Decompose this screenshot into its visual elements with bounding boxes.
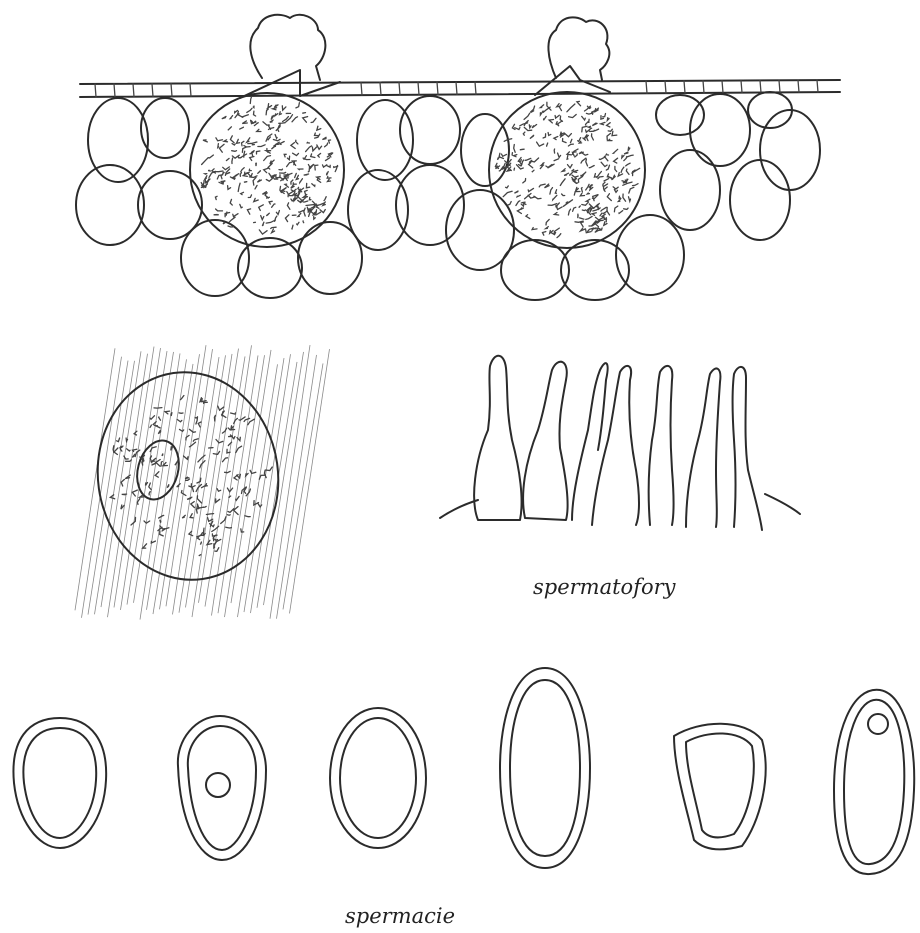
spermatium-3 xyxy=(330,708,426,848)
spermatium-6 xyxy=(834,690,914,874)
cortical-cell xyxy=(76,165,144,245)
cortical-cell xyxy=(501,240,569,300)
spermatium-2 xyxy=(178,716,266,860)
cortical-cell xyxy=(348,170,408,250)
cortical-cell xyxy=(141,98,189,158)
spermatophores-figure xyxy=(440,356,800,530)
cortical-cell xyxy=(616,215,684,295)
cortical-cell xyxy=(730,160,790,240)
cortical-cell xyxy=(656,95,704,135)
cortical-cell xyxy=(88,98,148,182)
cortical-cell xyxy=(690,94,750,166)
spermatium-4 xyxy=(500,668,590,868)
spermatia-label: spermacie xyxy=(345,904,455,928)
spermatium-1 xyxy=(13,718,106,848)
cortical-cell xyxy=(461,114,509,186)
spermatophores-label: spermatofory xyxy=(533,575,677,599)
spermogonium-right xyxy=(489,17,645,248)
spermatium-5 xyxy=(674,724,766,850)
spermogonium-left xyxy=(190,15,344,247)
spermatia-row xyxy=(13,668,914,874)
cortical-cell xyxy=(760,110,820,190)
cortical-cell xyxy=(400,96,460,164)
cortical-cell xyxy=(660,150,720,230)
spermogonium-surface-view xyxy=(75,345,330,619)
thallus-section-figure xyxy=(76,15,840,300)
